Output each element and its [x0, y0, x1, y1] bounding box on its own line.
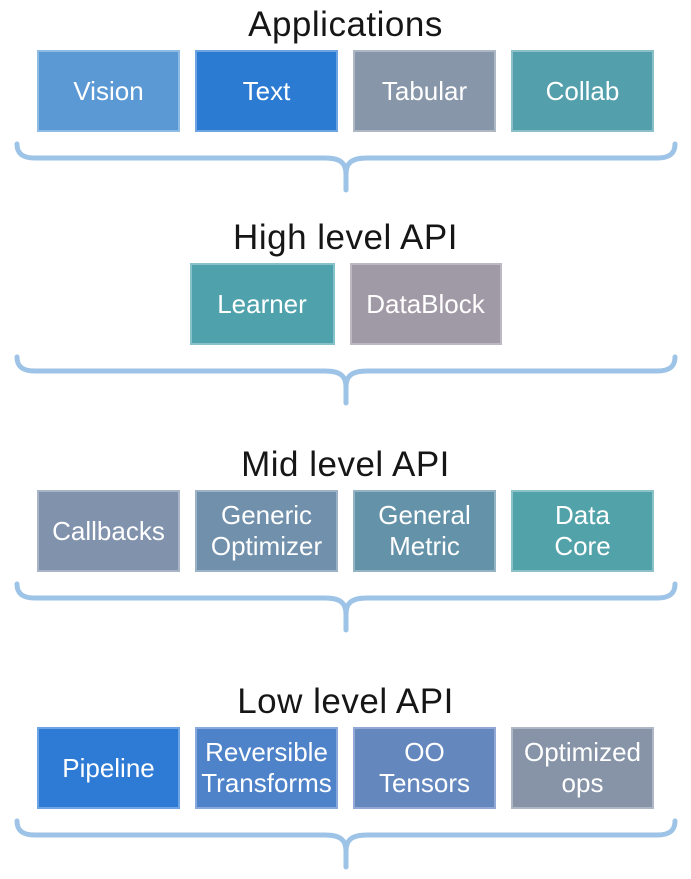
box-data-core: Data Core — [511, 490, 654, 572]
box-generic-optimizer: Generic Optimizer — [195, 490, 338, 572]
section-heading-low-level-api: Low level API — [237, 682, 454, 721]
section-heading-mid-level-api: Mid level API — [241, 445, 450, 484]
underbrace-low-level — [14, 818, 677, 870]
box-vision: Vision — [37, 50, 180, 132]
section-heading-high-level-api: High level API — [233, 218, 458, 257]
section-high-level-api: High level API Learner DataBlock — [0, 213, 691, 406]
box-oo-tensors: OO Tensors — [353, 727, 496, 809]
section-heading-applications: Applications — [248, 5, 443, 44]
box-learner: Learner — [189, 263, 335, 345]
box-general-metric: General Metric — [353, 490, 496, 572]
underbrace-mid-level — [14, 581, 677, 633]
section-mid-level-api: Mid level API Callbacks Generic Optimize… — [0, 440, 691, 633]
section-low-level-api: Low level API Pipeline Reversible Transf… — [0, 677, 691, 870]
box-row-mid-level: Callbacks Generic Optimizer General Metr… — [0, 490, 691, 572]
box-text: Text — [195, 50, 338, 132]
box-pipeline: Pipeline — [37, 727, 180, 809]
box-tabular: Tabular — [353, 50, 496, 132]
section-applications: Applications Vision Text Tabular Collab — [0, 0, 691, 193]
underbrace-applications — [14, 141, 677, 193]
box-callbacks: Callbacks — [37, 490, 180, 572]
box-optimized-ops: Optimized ops — [511, 727, 654, 809]
box-reversible-transforms: Reversible Transforms — [195, 727, 338, 809]
box-row-high-level: Learner DataBlock — [0, 263, 691, 345]
underbrace-high-level — [14, 354, 677, 406]
box-collab: Collab — [511, 50, 654, 132]
box-datablock: DataBlock — [349, 263, 502, 345]
box-row-low-level: Pipeline Reversible Transforms OO Tensor… — [0, 727, 691, 809]
box-row-applications: Vision Text Tabular Collab — [0, 50, 691, 132]
